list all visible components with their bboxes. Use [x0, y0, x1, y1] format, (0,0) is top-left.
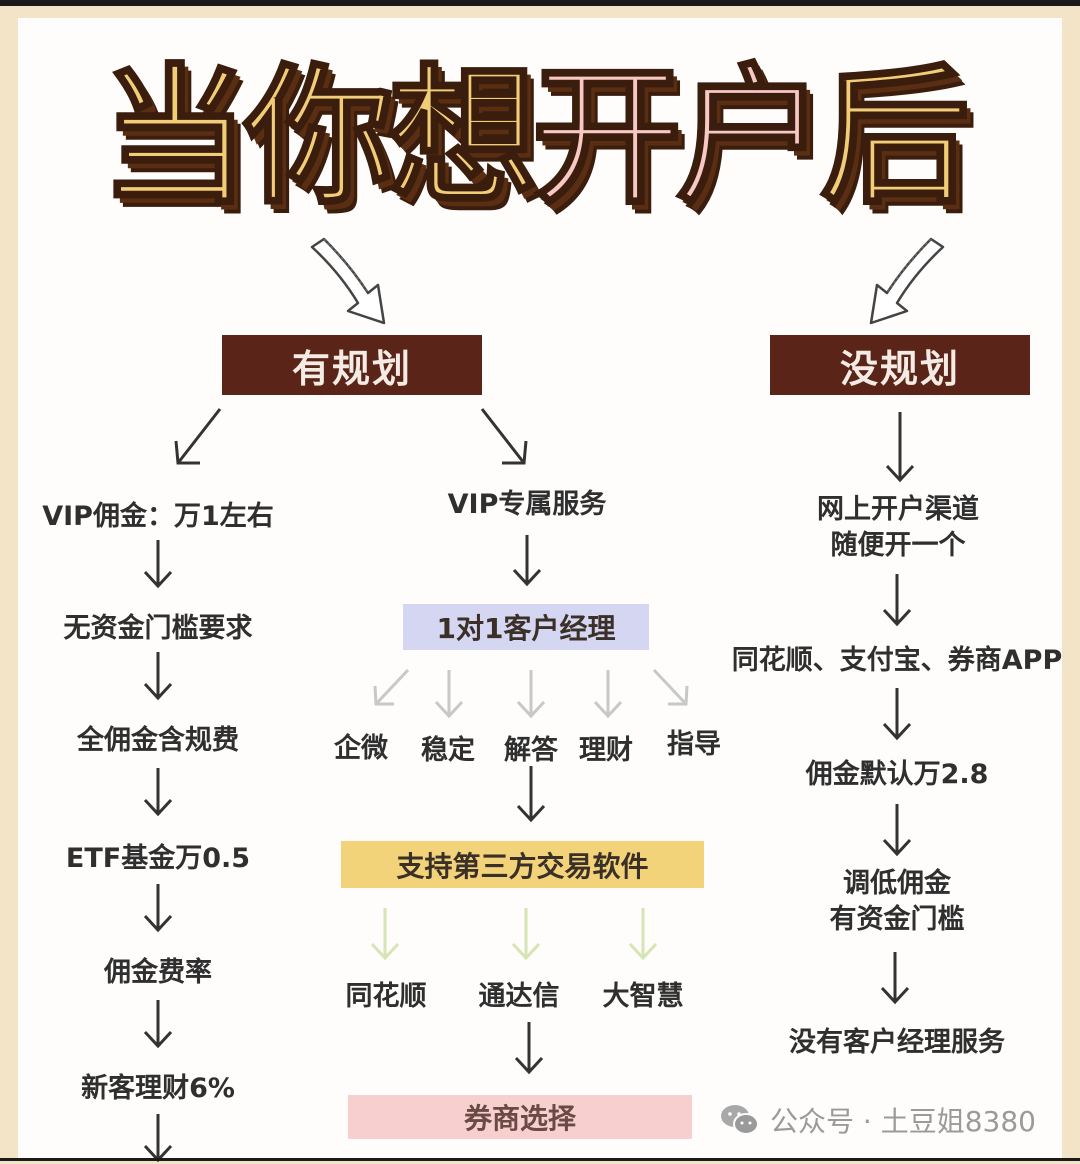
- manager-child-4: 理财: [579, 735, 633, 766]
- arrow-down-icon: [143, 884, 173, 933]
- arrow-down-icon: [434, 670, 464, 719]
- arrow-down-icon: [516, 766, 546, 823]
- manager-child-5: 指导: [667, 729, 721, 760]
- arrow-down-icon: [143, 540, 173, 589]
- software-child-1: 同花顺: [345, 981, 427, 1012]
- manager-box-label: 1对1客户经理: [436, 612, 616, 645]
- unplanned-step-1-line-2: 随便开一个: [830, 530, 966, 561]
- arrow-down-icon: [143, 1114, 173, 1163]
- arrow-down-left-icon: [174, 408, 222, 465]
- infographic-card: [18, 18, 1062, 1161]
- arrow-down-icon: [143, 1000, 173, 1049]
- vip-service-label: VIP专属服务: [447, 489, 607, 520]
- branch-unplanned-label: 没规划: [839, 346, 960, 391]
- watermark: 公众号 · 土豆姐8380: [720, 1098, 1036, 1142]
- unplanned-step-4-line-1: 调低佣金: [843, 868, 951, 899]
- third-party-software-box: 支持第三方交易软件: [341, 841, 704, 888]
- title-part-3: 后: [818, 50, 971, 225]
- manager-child-3: 解答: [504, 735, 558, 766]
- curved-arrow-right-icon: [869, 237, 945, 325]
- planned-step-2: 无资金门槛要求: [63, 613, 253, 644]
- title-part-1: 当你想: [98, 50, 539, 225]
- arrow-down-icon: [628, 908, 658, 961]
- arrow-down-icon: [882, 688, 912, 741]
- unplanned-step-4-line-2: 有资金门槛: [829, 904, 965, 935]
- arrow-down-icon: [882, 574, 912, 627]
- unplanned-step-5: 没有客户经理服务: [789, 1027, 1005, 1058]
- software-child-2: 通达信: [478, 981, 560, 1012]
- arrow-down-icon: [880, 952, 910, 1005]
- manager-child-2: 稳定: [421, 735, 475, 766]
- manager-child-1: 企微: [334, 733, 388, 764]
- wechat-icon: [721, 1105, 759, 1135]
- broker-choice-box: 券商选择: [348, 1095, 692, 1139]
- unplanned-step-2: 同花顺、支付宝、券商APP: [731, 645, 1063, 676]
- arrow-down-icon: [511, 908, 541, 961]
- curved-arrow-left-icon: [310, 237, 386, 325]
- arrow-down-icon: [885, 412, 915, 483]
- arrow-down-icon: [370, 908, 400, 961]
- arrow-down-icon: [143, 768, 173, 817]
- unplanned-step-1: 网上开户渠道 随便开一个: [817, 492, 979, 564]
- broker-box-label: 券商选择: [463, 1102, 576, 1135]
- arrow-down-right-icon: [652, 668, 689, 706]
- unplanned-step-4: 调低佣金 有资金门槛: [830, 866, 965, 938]
- arrow-down-icon: [514, 1022, 544, 1075]
- arrow-down-left-icon: [373, 668, 410, 706]
- planned-step-5: 佣金费率: [104, 957, 212, 988]
- planned-step-3: 全佣金含规费: [77, 725, 239, 756]
- arrow-down-icon: [516, 670, 546, 719]
- arrow-down-icon: [143, 652, 173, 701]
- top-border: [0, 0, 1080, 6]
- unplanned-step-3: 佣金默认万2.8: [805, 759, 989, 790]
- branch-planned-label: 有规划: [291, 346, 412, 391]
- software-child-3: 大智慧: [602, 981, 684, 1012]
- arrow-down-icon: [593, 670, 623, 719]
- software-box-label: 支持第三方交易软件: [396, 849, 649, 883]
- planned-step-4: ETF基金万0.5: [65, 843, 251, 874]
- planned-step-6: 新客理财6%: [81, 1073, 235, 1104]
- page-title: 当你想 开户 后: [72, 50, 992, 225]
- unplanned-step-1-line-1: 网上开户渠道: [817, 494, 979, 525]
- title-part-2: 开户: [530, 50, 827, 225]
- branch-planned-header: 有规划: [222, 335, 482, 395]
- watermark-text: 公众号 · 土豆姐8380: [770, 1105, 1036, 1138]
- manager-box: 1对1客户经理: [403, 604, 649, 650]
- bottom-border: [0, 1158, 1080, 1161]
- arrow-down-right-icon: [480, 408, 528, 465]
- arrow-down-icon: [512, 535, 542, 587]
- planned-step-1: VIP佣金：万1左右: [42, 501, 274, 532]
- branch-unplanned-header: 没规划: [770, 335, 1030, 395]
- arrow-down-icon: [882, 804, 912, 857]
